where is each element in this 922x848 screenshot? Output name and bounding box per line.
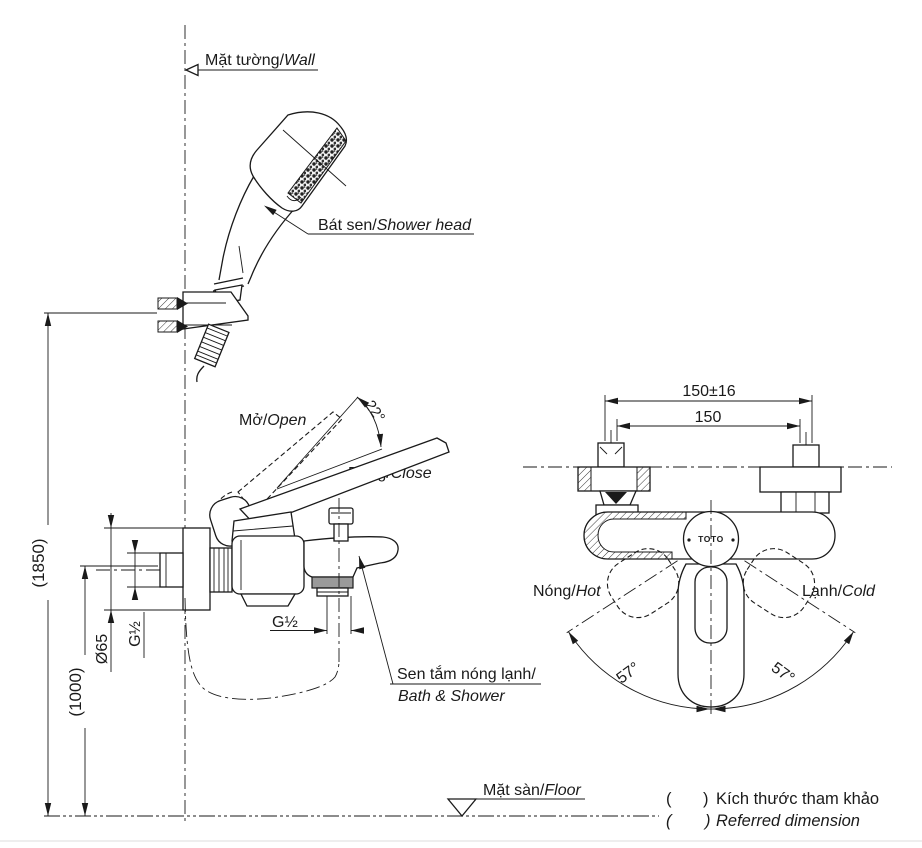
cold-label: Lạnh/Cold [802, 583, 876, 600]
dim-1850-value: (1850) [29, 538, 48, 587]
dim-spout-thread-value: G½ [272, 614, 298, 631]
union-nut-side [209, 547, 233, 593]
dim-pitch-tolerance: 150±16 [604, 383, 813, 443]
shower-head-assembly [157, 111, 347, 383]
swing-right-value: 57° [768, 659, 798, 687]
floor-label-text: Mặt sàn/Floor [483, 782, 581, 799]
dim-1000: (1000) [66, 565, 158, 816]
mounting-screw-bottom [157, 320, 188, 333]
inlet-pipe [159, 552, 184, 588]
shower-hose [196, 365, 205, 383]
diverter-knob [328, 507, 354, 542]
front-view: 150±16 150 [523, 383, 892, 718]
dim-inlet-thread-value: G½ [127, 621, 144, 647]
mixer-label-vi: Sen tắm nóng lạnh/ [397, 664, 536, 683]
shower-head-body [249, 111, 347, 212]
swing-line-left [566, 560, 678, 634]
wall-arrow-icon [184, 63, 199, 77]
legend: ( ) Kích thước tham khảo ( ) Referred di… [666, 790, 879, 830]
union-right [759, 432, 842, 518]
floor-level-icon [446, 798, 478, 818]
shower-head-label-text: Bát sen/Shower head [318, 217, 472, 234]
mixer-label-en: Bath & Shower [398, 688, 505, 705]
open-label: Mở/Open [239, 412, 307, 429]
union-nut-front [780, 491, 830, 514]
dim-spout-thread: G½ [270, 596, 364, 634]
wall-flange [182, 527, 211, 611]
mounting-screw-top [157, 297, 188, 310]
dim-inlet-thread: G½ [127, 540, 160, 658]
legend-paren-close-1: ) [703, 790, 709, 808]
logo-boss: TOTO [682, 500, 740, 718]
shower-holder [182, 291, 249, 330]
floor: Mặt sàn/Floor [44, 782, 659, 818]
faucet-side [96, 498, 399, 700]
shower-head-label: Bát sen/Shower head [264, 205, 474, 235]
dim-pitch-tolerance-value: 150±16 [682, 383, 735, 400]
dim-pitch-value: 150 [695, 409, 722, 426]
legend-paren-close-2: ) [703, 812, 711, 830]
hose-phantom-path [184, 597, 340, 700]
dim-1000-value: (1000) [66, 667, 85, 716]
dim-flange: Ø65 [94, 513, 185, 672]
legend-note-en: Referred dimension [716, 812, 860, 830]
hose-cone [193, 323, 230, 368]
shower-handle-right-edge [247, 206, 297, 285]
dim-pitch: 150 [616, 409, 801, 443]
swing-left-value: 57° [614, 659, 644, 687]
valve-body [231, 535, 305, 595]
swing-line-right [744, 560, 856, 634]
legend-paren-open-1: ( [666, 790, 672, 808]
legend-paren-open-2: ( [666, 812, 673, 830]
mixer-label: Sen tắm nóng lạnh/ Bath & Shower [358, 555, 541, 705]
dim-1850: (1850) [29, 312, 157, 816]
legend-note-vi: Kích thước tham khảo [716, 790, 879, 808]
body-section-hatch [583, 511, 687, 560]
spout [303, 536, 399, 578]
shower-handle-left-edge [218, 175, 255, 281]
dim-flange-value: Ø65 [94, 634, 111, 664]
side-view: Mặt tường/Wall [29, 25, 659, 822]
wall-label: Mặt tường/Wall [184, 52, 318, 77]
spout-ring [311, 576, 354, 589]
shower-face [287, 127, 347, 204]
hot-label: Nóng/Hot [533, 583, 601, 600]
wall-label-text: Mặt tường/Wall [205, 52, 315, 69]
